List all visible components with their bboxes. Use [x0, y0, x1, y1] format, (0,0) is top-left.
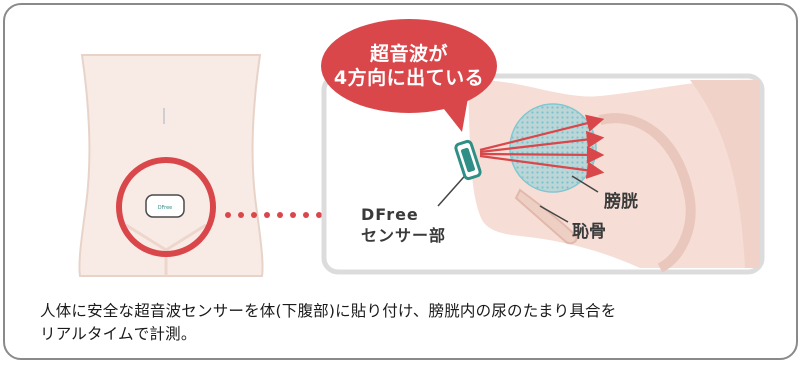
dotted-connector: [225, 212, 322, 218]
sensor-device: [454, 139, 482, 181]
speech-bubble-text: 超音波が 4方向に出ている: [320, 42, 498, 90]
bubble-line-1: 超音波が: [369, 43, 448, 65]
cross-section-panel: [321, 73, 765, 275]
bladder-label: 膀胱: [604, 192, 638, 212]
sensor-label-line-1: DFree: [361, 205, 419, 224]
caption-line-2: リアルタイムで計測。: [40, 325, 197, 343]
bubble-line-2: 4方向に出ている: [333, 67, 485, 89]
abdomen-figure: DFree: [78, 54, 264, 277]
speech-bubble: [321, 19, 497, 132]
device-logo: DFree: [158, 205, 172, 211]
pubic-bone-shape: [514, 188, 578, 245]
sensor-label: DFree センサー部: [361, 204, 446, 246]
pubic-bone-label: 恥骨: [572, 222, 606, 242]
caption: 人体に安全な超音波センサーを体(下腹部)に貼り付け、膀胱内の尿のたまり具合を リ…: [40, 300, 780, 346]
caption-line-1: 人体に安全な超音波センサーを体(下腹部)に貼り付け、膀胱内の尿のたまり具合を: [40, 302, 617, 320]
highlight-circle: [116, 157, 216, 257]
sensor-label-line-2: センサー部: [361, 226, 447, 245]
sensor-device-icon: [145, 194, 185, 218]
